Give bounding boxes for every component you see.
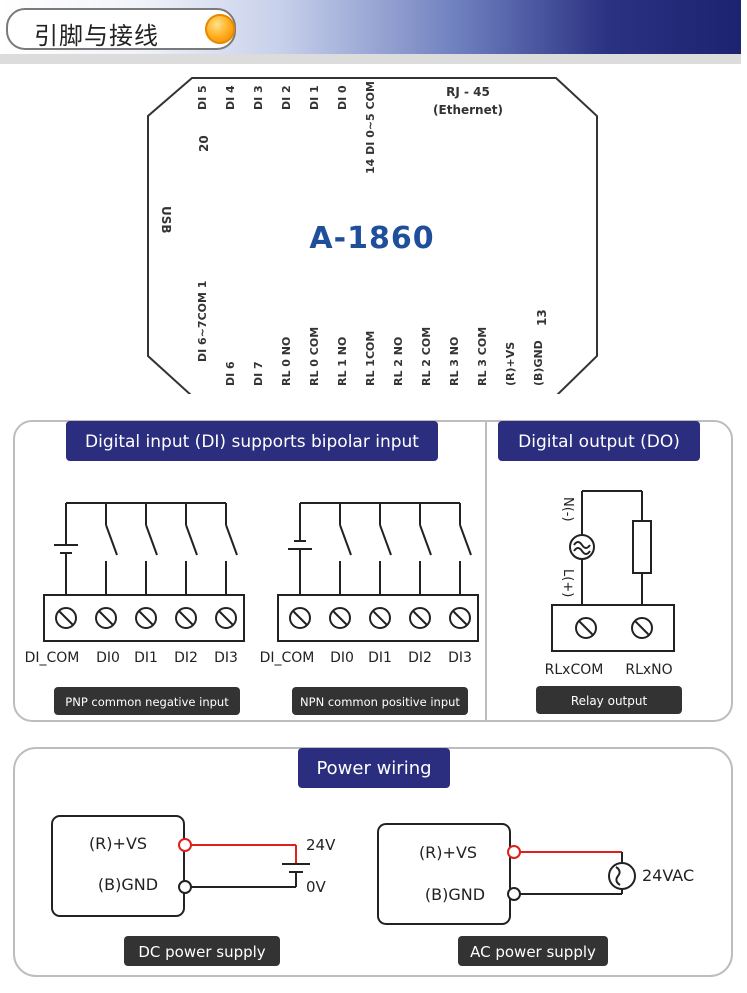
io-panel-frame <box>13 420 733 722</box>
pin-label-di0: DI 0 <box>336 85 349 110</box>
power-wiring-panel: Power wiring (R)+VS (B)GND 24V 0V DC pow… <box>13 747 733 977</box>
pin-label-di1: DI 1 <box>308 85 321 110</box>
page-title: 引脚与接线 <box>34 22 159 50</box>
pnp-badge-text: PNP common negative input <box>65 695 229 709</box>
pin-label-gnd: (B)GND <box>532 340 545 386</box>
npn-label-dicom: DI_COM <box>260 650 315 666</box>
relay-badge-text: Relay output <box>571 694 648 708</box>
dc-badge <box>124 936 280 966</box>
pnp-label-di3: DI3 <box>214 650 238 666</box>
pin-label-di-com-top: 14 DI 0~5 COM <box>364 81 377 174</box>
pin-label-rl0com: RL 0 COM <box>308 327 321 386</box>
relay-circuit <box>551 490 675 652</box>
dc-24v-label: 24V <box>306 836 336 854</box>
pin-label-rl2no: RL 2 NO <box>392 337 405 386</box>
ac-badge <box>458 936 608 966</box>
device-outline <box>147 77 598 394</box>
ac-device-box <box>377 823 511 925</box>
page-header: 引脚与接线 <box>0 0 741 54</box>
dc-vs-label: (R)+VS <box>89 834 147 853</box>
relay-n-label: N(-) <box>560 497 575 522</box>
rj45-label: RJ - 45 <box>446 85 490 99</box>
dc-badge-text: DC power supply <box>138 943 265 961</box>
dc-gnd-label: (B)GND <box>98 875 158 894</box>
header-divider <box>0 54 741 64</box>
npn-label-di3: DI3 <box>448 650 472 666</box>
pin-label-rl1no: RL 1 NO <box>336 337 349 386</box>
pin-label-di3: DI 3 <box>252 85 265 110</box>
pin-label-rl3no: RL 3 NO <box>448 337 461 386</box>
ac-gnd-label: (B)GND <box>425 885 485 904</box>
pin-label-di2: DI 2 <box>280 85 293 110</box>
pin-label-di7: DI 7 <box>252 361 265 386</box>
pnp-badge <box>54 687 240 715</box>
bottom-pin-labels: DI 6~7COM 1 DI 6 DI 7 RL 0 NO RL 0 COM R… <box>196 281 545 386</box>
relay-l-label: L(+) <box>560 569 575 597</box>
pin20-label: 20 <box>197 135 211 152</box>
model-label: A-1860 <box>309 221 434 256</box>
relay-com-label: RLxCOM <box>545 662 604 678</box>
di-title-bar <box>66 421 438 461</box>
pnp-terminal-labels: DI_COM DI0 DI1 DI2 DI3 <box>25 650 238 666</box>
pin-label-di67com: DI 6~7COM 1 <box>196 281 209 362</box>
pnp-label-di0: DI0 <box>96 650 120 666</box>
pin-label-vs: (R)+VS <box>504 342 517 386</box>
io-wiring-panel: Digital input (DI) supports bipolar inpu… <box>13 420 733 722</box>
pin-label-di5: DI 5 <box>196 85 209 110</box>
power-title: Power wiring <box>316 758 431 779</box>
pin-label-rl2com: RL 2 COM <box>420 327 433 386</box>
ac-wiring <box>507 845 636 901</box>
relay-no-label: RLxNO <box>625 662 672 678</box>
pin-label-rl0no: RL 0 NO <box>280 337 293 386</box>
npn-badge <box>292 687 468 715</box>
pnp-label-di1: DI1 <box>134 650 158 666</box>
pnp-label-di2: DI2 <box>174 650 198 666</box>
pin13-label: 13 <box>535 309 549 326</box>
dc-0v-label: 0V <box>306 878 327 896</box>
npn-label-di1: DI1 <box>368 650 392 666</box>
ac-badge-text: AC power supply <box>470 943 596 961</box>
pin-label-di4: DI 4 <box>224 85 237 110</box>
dc-wiring <box>178 838 310 894</box>
pin-label-rl3com: RL 3 COM <box>476 327 489 386</box>
npn-label-di0: DI0 <box>330 650 354 666</box>
pnp-circuit <box>43 502 245 642</box>
do-title: Digital output (DO) <box>518 432 680 452</box>
title-pill: 引脚与接线 <box>6 8 236 50</box>
top-pin-labels: DI 5 DI 4 DI 3 DI 2 DI 1 DI 0 14 DI 0~5 … <box>196 81 377 174</box>
npn-terminal-labels: DI_COM DI0 DI1 DI2 DI3 <box>260 650 472 666</box>
npn-badge-text: NPN common positive input <box>300 695 460 709</box>
npn-circuit <box>277 502 479 642</box>
di-title: Digital input (DI) supports bipolar inpu… <box>85 432 419 452</box>
do-title-bar <box>498 421 700 461</box>
ac-24vac-label: 24VAC <box>642 866 694 885</box>
pin-label-di6: DI 6 <box>224 361 237 386</box>
ethernet-label: (Ethernet) <box>433 103 503 117</box>
dc-device-box <box>51 815 185 917</box>
orange-ball-icon <box>205 14 235 44</box>
npn-label-di2: DI2 <box>408 650 432 666</box>
usb-label: USB <box>159 206 173 234</box>
power-title-bar <box>298 748 450 788</box>
device-diagram: A-1860 RJ - 45 (Ethernet) USB 20 13 DI 5… <box>147 77 598 394</box>
pin-label-rl1com: RL 1COM <box>364 331 377 386</box>
pnp-label-dicom: DI_COM <box>25 650 80 666</box>
relay-badge <box>536 686 682 714</box>
ac-vs-label: (R)+VS <box>419 843 477 862</box>
